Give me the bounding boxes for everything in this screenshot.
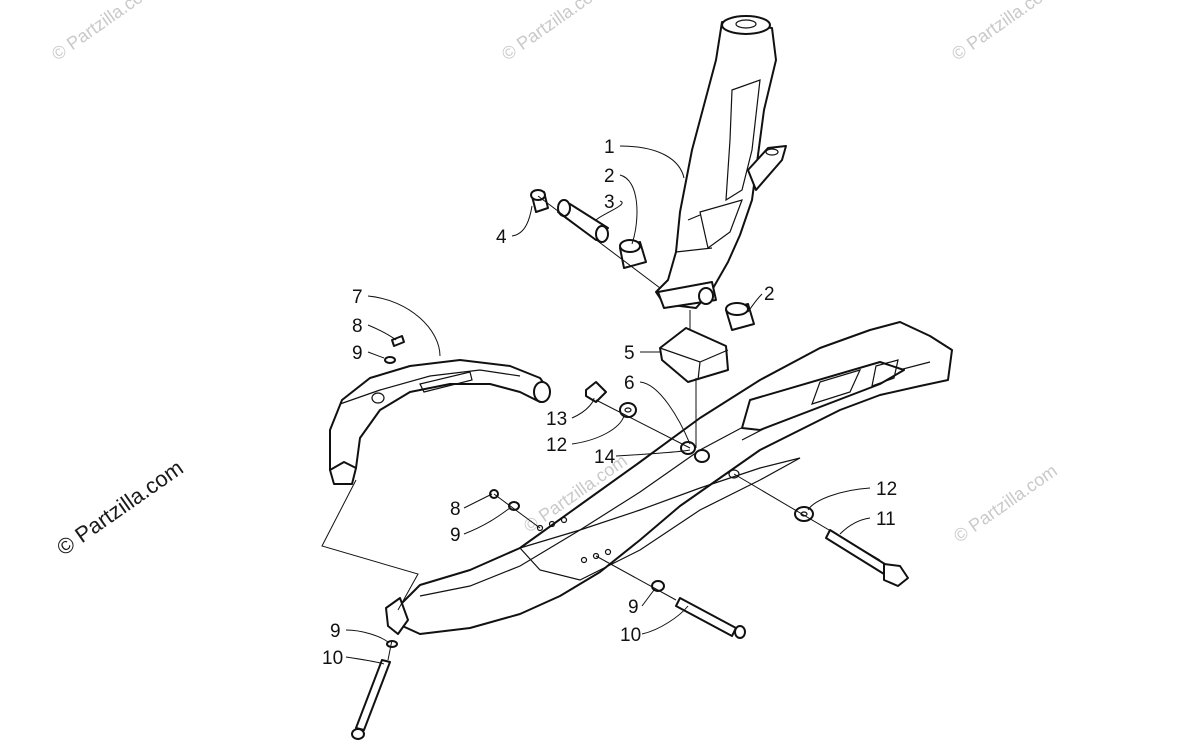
callout-2b: 2 <box>764 284 775 305</box>
callout-9: 9 <box>352 343 363 364</box>
bolt-10-lower <box>351 659 391 740</box>
callout-labels: 1 2 3 4 2 5 6 7 8 9 13 12 14 8 9 12 11 9… <box>322 137 897 669</box>
callout-4: 4 <box>496 227 507 248</box>
bushing-2-right <box>725 302 755 331</box>
callout-7: 7 <box>352 287 363 308</box>
alignment-lines <box>321 195 881 661</box>
callout-5: 5 <box>624 343 635 364</box>
hardware <box>384 335 814 648</box>
sleeve-3 <box>557 199 609 243</box>
callout-9b: 9 <box>450 525 461 546</box>
callout-12: 12 <box>546 435 567 456</box>
callout-9d: 9 <box>330 621 341 642</box>
bolt-11 <box>825 529 909 587</box>
callout-10: 10 <box>620 625 641 646</box>
bushing-2-left <box>619 239 647 269</box>
ski-loop-7 <box>329 359 551 485</box>
bolt-10-right <box>675 597 746 639</box>
callout-2: 2 <box>604 166 615 187</box>
callout-14: 14 <box>594 447 616 468</box>
callout-10b: 10 <box>322 648 343 669</box>
spindle-part <box>655 15 787 309</box>
ski-body <box>385 321 953 635</box>
callout-leaders <box>345 145 871 665</box>
callout-1: 1 <box>604 137 615 158</box>
callout-11: 11 <box>876 509 896 530</box>
callout-8b: 8 <box>450 499 461 520</box>
callout-3: 3 <box>604 192 615 213</box>
callout-12b: 12 <box>876 479 897 500</box>
callout-8: 8 <box>352 316 363 337</box>
insert-block-5 <box>659 327 729 383</box>
callout-6: 6 <box>624 373 635 394</box>
callout-13: 13 <box>546 409 567 430</box>
bushing-4 <box>530 189 549 213</box>
callout-9c: 9 <box>628 597 639 618</box>
